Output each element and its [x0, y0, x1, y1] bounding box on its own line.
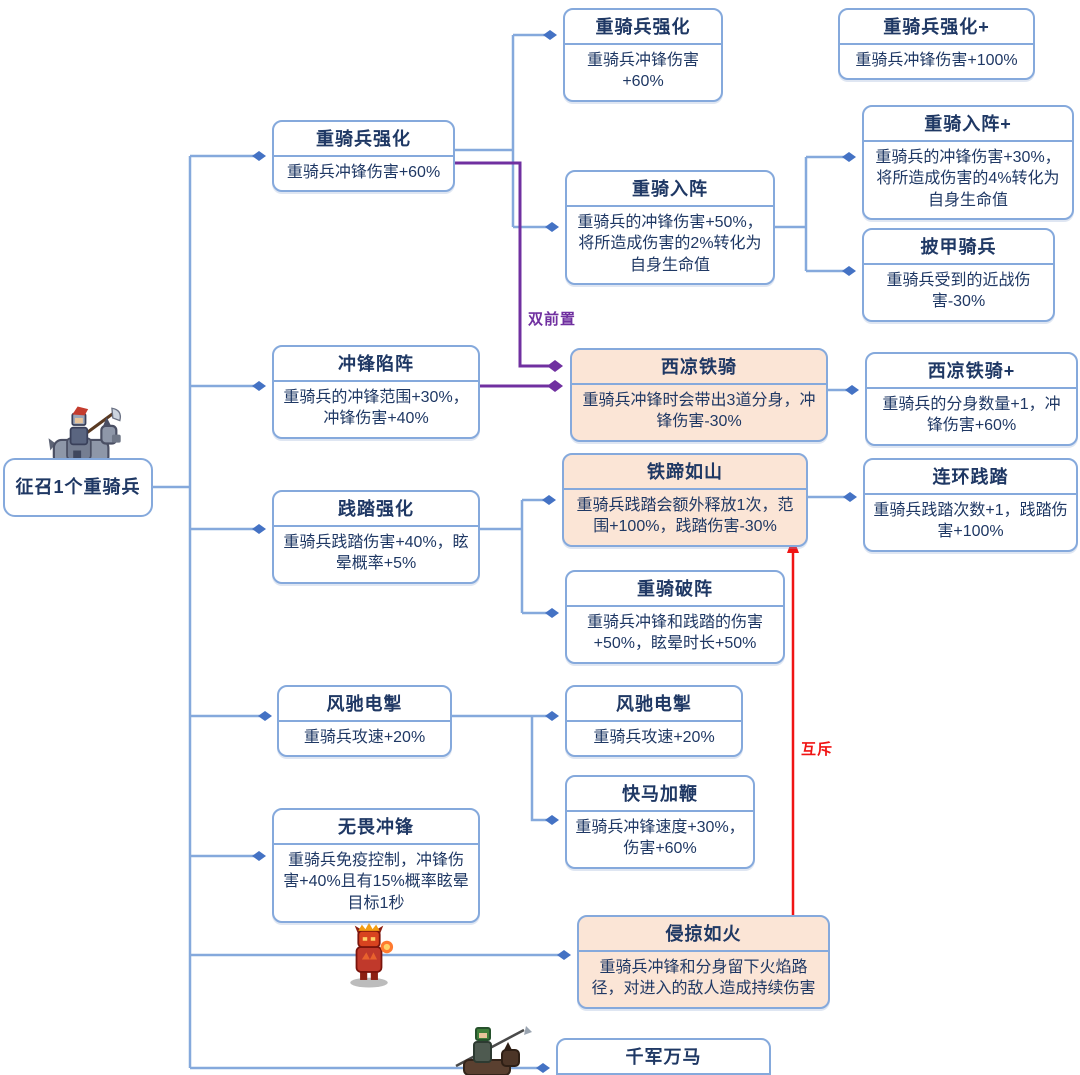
skill-node-desc: 重骑兵冲锋伤害+60%: [286, 164, 441, 181]
skill-node-armored-cavalry[interactable]: 披甲骑兵 重骑兵受到的近战伤害-30%: [862, 228, 1055, 322]
skill-node-chain-trample[interactable]: 连环践踏 重骑兵践踏次数+1，践踏伤害+100%: [863, 458, 1078, 552]
skill-node-desc: 重骑兵冲锋时会带出3道分身，冲锋伤害-30%: [582, 392, 816, 431]
skill-node-desc: 重骑兵冲锋和践踏的伤害+50%，眩晕时长+50%: [586, 614, 763, 653]
skill-node-desc: 重骑兵冲锋伤害+60%: [586, 52, 699, 91]
skill-node-title: 重骑兵强化: [565, 10, 721, 45]
skill-node-title: 西凉铁骑+: [867, 354, 1076, 389]
skill-node-desc: 重骑兵的分身数量+1，冲锋伤害+60%: [882, 396, 1061, 435]
dual-prerequisite-label: 双前置: [528, 311, 577, 328]
skill-node-enhance-plus[interactable]: 重骑兵强化+ 重骑兵冲锋伤害+100%: [838, 8, 1035, 81]
skill-node-heavy-formation-plus[interactable]: 重骑入阵+ 重骑兵的冲锋伤害+30%，将所造成伤害的4%转化为自身生命值: [862, 105, 1074, 221]
skill-node-desc: 重骑兵的冲锋伤害+30%，将所造成伤害的4%转化为自身生命值: [875, 149, 1061, 209]
skill-node-title: 披甲骑兵: [864, 230, 1053, 265]
skill-node-title: 重骑破阵: [567, 572, 783, 607]
skill-node-desc: 重骑兵冲锋伤害+100%: [855, 52, 1018, 69]
skill-node-desc: 重骑兵免疫控制，冲锋伤害+40%且有15%概率眩晕目标1秒: [283, 852, 469, 912]
purple-prerequisite-connectors: [455, 161, 551, 388]
skill-node-desc: 重骑兵攻速+20%: [593, 729, 715, 746]
skill-node-title: 风驰电掣: [279, 687, 450, 722]
skill-node-heavy-breaker[interactable]: 重骑破阵 重骑兵冲锋和践踏的伤害+50%，眩晕时长+50%: [565, 570, 785, 664]
skill-node-title: 无畏冲锋: [274, 810, 478, 845]
skill-node-fearless-charge[interactable]: 无畏冲锋 重骑兵免疫控制，冲锋伤害+40%且有15%概率眩晕目标1秒: [272, 808, 480, 924]
skill-node-title: 重骑兵强化+: [840, 10, 1033, 45]
skill-node-title: 连环践踏: [865, 460, 1076, 495]
skill-node-xiliang[interactable]: 西凉铁骑 重骑兵冲锋时会带出3道分身，冲锋伤害-30%: [570, 348, 828, 442]
skill-node-thousand-horses[interactable]: 千军万马: [556, 1038, 771, 1075]
fire-demon-unit-icon: [350, 922, 394, 988]
skill-node-iron-hooves[interactable]: 铁蹄如山 重骑兵践踏会额外释放1次，范围+100%，践踏伤害-30%: [562, 453, 808, 547]
skill-node-title: 冲锋陷阵: [274, 347, 478, 382]
skill-node-raging-fire[interactable]: 侵掠如火 重骑兵冲锋和分身留下火焰路径，对进入的敌人造成持续伤害: [577, 915, 830, 1009]
skill-node-desc: 重骑兵的冲锋伤害+50%，将所造成伤害的2%转化为自身生命值: [577, 214, 763, 274]
skill-node-heavy-formation[interactable]: 重骑入阵 重骑兵的冲锋伤害+50%，将所造成伤害的2%转化为自身生命值: [565, 170, 775, 286]
skill-node-title: 铁蹄如山: [564, 455, 806, 490]
skill-node-title: 侵掠如火: [579, 917, 828, 952]
skill-node-title: 践踏强化: [274, 492, 478, 527]
skill-node-charge-formation[interactable]: 冲锋陷阵 重骑兵的冲锋范围+30%，冲锋伤害+40%: [272, 345, 480, 439]
skill-node-title: 重骑入阵+: [864, 107, 1072, 142]
skill-node-title: 风驰电掣: [567, 687, 741, 722]
skill-node-title: 重骑兵强化: [274, 122, 453, 157]
skill-node-root[interactable]: 征召1个重骑兵: [3, 458, 153, 517]
skill-node-trample-enhance[interactable]: 践踏强化 重骑兵践踏伤害+40%，眩晕概率+5%: [272, 490, 480, 584]
skill-node-spur-horse[interactable]: 快马加鞭 重骑兵冲锋速度+30%，伤害+60%: [565, 775, 755, 869]
skill-node-desc: 重骑兵攻速+20%: [303, 729, 426, 746]
skill-node-enhance-top[interactable]: 重骑兵强化 重骑兵冲锋伤害+60%: [563, 8, 723, 102]
skill-node-title: 快马加鞭: [567, 777, 753, 812]
skill-node-desc: 重骑兵受到的近战伤害-30%: [886, 272, 1031, 311]
skill-node-swift-2[interactable]: 风驰电掣 重骑兵攻速+20%: [565, 685, 743, 758]
skill-node-swift-1[interactable]: 风驰电掣 重骑兵攻速+20%: [277, 685, 452, 758]
mutually-exclusive-label: 互斥: [801, 741, 834, 758]
skill-node-desc: 重骑兵冲锋速度+30%，伤害+60%: [575, 819, 745, 858]
skill-node-desc: 重骑兵践踏伤害+40%，眩晕概率+5%: [283, 534, 469, 573]
skill-node-title: 西凉铁骑: [572, 350, 826, 385]
mutex-arrow: [787, 537, 799, 943]
skill-node-desc: 重骑兵冲锋和分身留下火焰路径，对进入的敌人造成持续伤害: [591, 959, 816, 998]
skill-node-desc: 重骑兵践踏次数+1，践踏伤害+100%: [873, 502, 1068, 541]
purple-arrowheads: [547, 360, 563, 392]
blue-arrowheads: [252, 30, 859, 1073]
skill-node-desc: 重骑兵的冲锋范围+30%，冲锋伤害+40%: [283, 389, 469, 428]
skill-node-enhance-mid[interactable]: 重骑兵强化 重骑兵冲锋伤害+60%: [272, 120, 455, 193]
spear-cavalry-unit-icon: [455, 1026, 532, 1075]
skill-node-desc: 重骑兵践踏会额外释放1次，范围+100%，践踏伤害-30%: [576, 497, 794, 536]
skill-node-xiliang-plus[interactable]: 西凉铁骑+ 重骑兵的分身数量+1，冲锋伤害+60%: [865, 352, 1078, 446]
skill-node-title: 重骑入阵: [567, 172, 773, 207]
skill-node-title: 千军万马: [558, 1040, 769, 1075]
